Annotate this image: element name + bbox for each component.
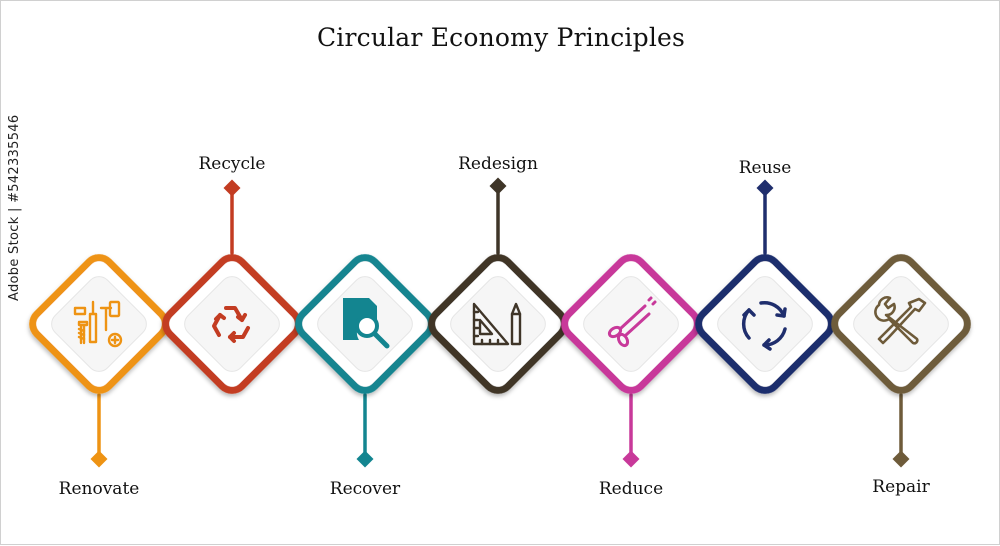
inner-diamond	[51, 276, 147, 372]
step-label-recycle: Recycle	[198, 154, 266, 174]
step-label-renovate: Renovate	[58, 479, 140, 499]
tools-parts-icon	[73, 300, 123, 348]
connector-diamond	[622, 450, 640, 468]
step-label-repair: Repair	[872, 477, 930, 497]
connector-diamond	[356, 450, 374, 468]
step-reduce	[561, 254, 701, 468]
connector-diamond	[892, 450, 910, 468]
step-recycle	[162, 179, 302, 394]
step-redesign	[428, 177, 568, 394]
circular-arrows-icon	[741, 300, 787, 351]
step-recover	[295, 254, 435, 468]
inner-diamond	[450, 276, 546, 372]
step-label-recover: Recover	[329, 479, 401, 499]
recycle-icon	[212, 306, 250, 343]
scissors-icon	[607, 296, 657, 348]
inner-diamond	[717, 276, 813, 372]
connector-diamond	[223, 179, 241, 197]
connector-diamond	[90, 450, 108, 468]
step-label-reduce: Reduce	[598, 479, 664, 499]
search-document-icon	[343, 298, 390, 349]
page-title: Circular Economy Principles	[316, 23, 686, 52]
connector-diamond	[489, 177, 507, 195]
wrench-screwdriver-icon	[874, 296, 927, 345]
step-label-reuse: Reuse	[738, 158, 792, 178]
step-reuse	[695, 179, 835, 394]
step-renovate	[29, 254, 169, 468]
step-repair	[831, 254, 971, 468]
ruler-pencil-icon	[472, 302, 522, 346]
step-label-redesign: Redesign	[458, 154, 538, 174]
inner-diamond	[184, 276, 280, 372]
connector-diamond	[756, 179, 774, 197]
inner-diamond	[583, 276, 679, 372]
